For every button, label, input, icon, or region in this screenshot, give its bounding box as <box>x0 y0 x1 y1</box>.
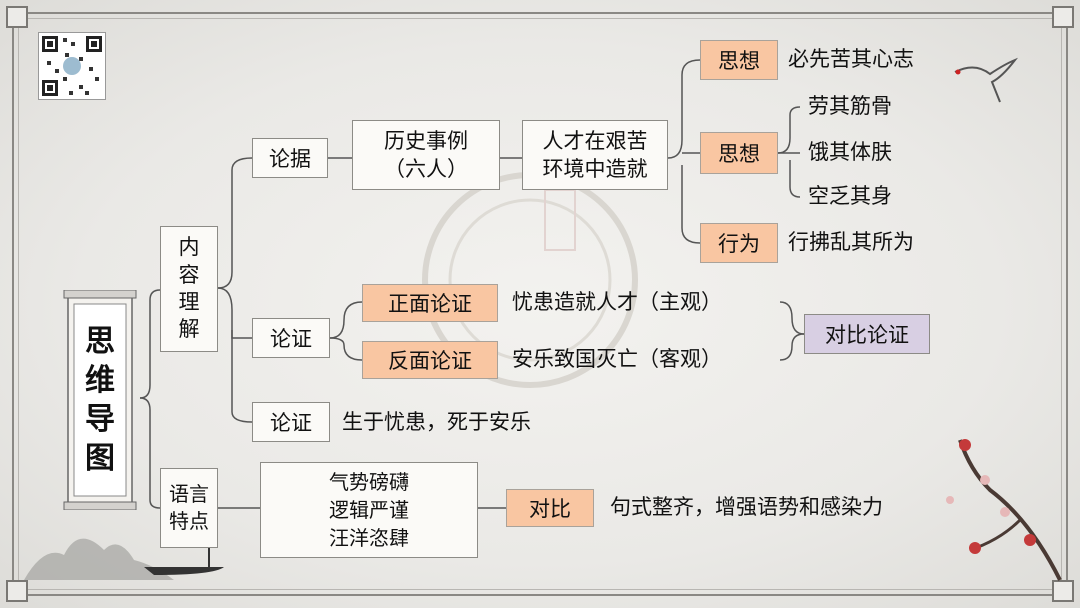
history-node: 历史事例 （六人） <box>352 120 500 190</box>
positive-label: 正面论证 <box>388 292 472 316</box>
outer-frame <box>12 12 1068 596</box>
duibi-label: 对比 <box>529 497 571 521</box>
content-char: 理 <box>178 290 200 314</box>
talent-line: 人才在艰苦 <box>542 128 648 153</box>
language-node: 语言 特点 <box>160 468 218 548</box>
talent-node: 人才在艰苦 环境中造就 <box>522 120 668 190</box>
sixiang-label: 思想 <box>718 142 760 166</box>
xingwei-label: 行为 <box>718 232 760 256</box>
xingwei-node: 行为 <box>700 223 778 263</box>
positive-text: 忧患造就人才（主观） <box>512 290 722 314</box>
sixiang-item: 空乏其身 <box>808 184 892 208</box>
sixiang-node-2: 思想 <box>700 132 778 174</box>
negative-text: 安乐致国灭亡（客观） <box>512 347 722 371</box>
content-char: 容 <box>178 262 200 287</box>
lunzheng-text: 生于忧患，死于安乐 <box>342 410 531 434</box>
feature-line: 逻辑严谨 <box>329 498 409 522</box>
duibi-node: 对比 <box>506 489 594 527</box>
language-line: 特点 <box>169 509 209 533</box>
sixiang-text: 必先苦其心志 <box>788 47 914 71</box>
root-scroll-icon <box>63 290 137 510</box>
sixiang-node-1: 思想 <box>700 40 778 80</box>
content-char: 解 <box>178 317 200 342</box>
language-line: 语言 <box>169 482 209 506</box>
root-char: 维 <box>85 363 115 398</box>
crane-icon <box>954 57 1019 103</box>
lunju-node: 论据 <box>252 138 328 178</box>
plum-blossom-icon <box>946 439 1062 581</box>
duibi-text: 句式整齐，增强语势和感染力 <box>610 495 883 519</box>
negative-node: 反面论证 <box>362 341 498 379</box>
frame-corner <box>6 580 28 602</box>
frame-corner <box>6 6 28 28</box>
content-char: 内 <box>178 235 200 260</box>
positive-node: 正面论证 <box>362 284 498 322</box>
xingwei-text: 行拂乱其所为 <box>788 230 914 254</box>
qr-code-icon <box>38 32 106 100</box>
talent-line: 环境中造就 <box>542 157 648 181</box>
negative-label: 反面论证 <box>388 349 472 373</box>
frame-corner <box>1052 580 1074 602</box>
root-node: 思 维 导 图 <box>74 304 126 496</box>
history-line: 历史事例 <box>384 128 468 153</box>
lunzheng-node: 论证 <box>252 318 330 358</box>
lunzheng-node-2: 论证 <box>252 402 330 442</box>
feature-line: 气势磅礴 <box>329 470 409 494</box>
root-char: 思 <box>85 324 115 359</box>
sixiang-item: 饿其体肤 <box>808 140 892 164</box>
history-line: （六人） <box>384 157 468 181</box>
root-char: 图 <box>85 441 115 476</box>
lunzheng-label: 论证 <box>270 411 312 435</box>
content-node: 内 容 理 解 <box>160 226 218 352</box>
root-char: 导 <box>85 402 115 437</box>
sixiang-label: 思想 <box>718 49 760 73</box>
landscape-icon <box>24 538 224 580</box>
feature-line: 汪洋恣肆 <box>329 526 409 550</box>
sixiang-item: 劳其筋骨 <box>808 94 892 118</box>
inner-frame <box>18 18 1062 590</box>
frame-corner <box>1052 6 1074 28</box>
contrast-argument-node: 对比论证 <box>804 314 930 354</box>
features-node: 气势磅礴 逻辑严谨 汪洋恣肆 <box>260 462 478 558</box>
lunju-label: 论据 <box>269 147 311 171</box>
lunzheng-label: 论证 <box>270 327 312 351</box>
contrast-argument-label: 对比论证 <box>825 323 909 347</box>
